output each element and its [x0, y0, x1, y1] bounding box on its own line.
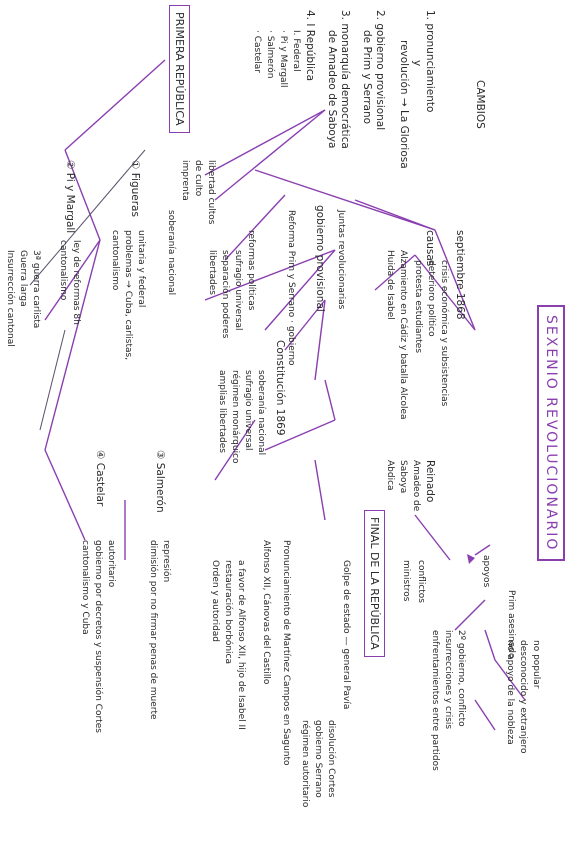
rep-p1-2: problemas → Cuba, carlistas, — [123, 230, 133, 361]
sept-head: septiembre 1868 — [454, 230, 466, 320]
const-4: amplias libertades — [217, 370, 227, 453]
main-title: SEXENIO REVOLUCIONARIO — [537, 305, 565, 562]
rep-p4-3: cantonalismo y Cuba — [80, 540, 90, 635]
final-golpe-2: gobierno Serrano — [313, 720, 323, 798]
amadeo-reinado: Reinado — [424, 460, 436, 503]
rep-p2-1: ley de reformas 8h — [71, 240, 81, 325]
republica-list-1: I. Federal — [291, 30, 301, 72]
amadeo-line-1: 2º gobierno, conflicto — [456, 630, 466, 727]
causa-2: deterioro político — [426, 260, 436, 337]
rep-p2-2: cantonalismo — [58, 240, 68, 301]
const-2: sufragio universal — [243, 370, 253, 451]
cambios-header: CAMBIOS — [474, 80, 486, 129]
extra-2: Huida de Isabel — [385, 250, 395, 320]
rep-p4-1: autoritario — [106, 540, 116, 588]
soberania-label: soberanía nacional — [166, 210, 176, 296]
amadeo-1: Amadeo de — [411, 460, 421, 512]
rep-p1-1: unitaria y federal — [136, 230, 146, 308]
final-alfonso: Alfonso XII, Cánovas del Castillo — [261, 540, 271, 685]
amadeo-2: Saboya — [398, 460, 408, 494]
cambios-item-5: de Prim y Serrano — [361, 30, 373, 125]
rep-end-3: Insurrección cantonal — [5, 250, 15, 347]
const-3: régimen monárquico — [230, 370, 240, 464]
amadeo-noapoyo-3: no apoyo de la nobleza — [505, 640, 515, 745]
amadeo-3: Abdica — [385, 460, 395, 491]
rep-p1-3: cantonalismo — [110, 230, 120, 291]
final-line-1: a favor de Alfonso XII, hijo de Isabel I… — [236, 560, 246, 730]
ley-1: sufragio universal — [233, 250, 243, 331]
amadeo-line-2: insurrecciones y crisis — [443, 630, 453, 730]
republica-list-2: · Pi y Margall — [278, 30, 288, 88]
cultos-3: imprenta — [180, 160, 190, 201]
amadeo-noapoyo-2: desconocido y extranjero — [518, 640, 528, 754]
amadeo-noapoyo-1: no popular — [531, 640, 541, 689]
final-golpe-3: régimen autoritario — [300, 720, 310, 808]
cambios-item-8: 4. I República — [304, 10, 316, 82]
final-golpe-1: disolución Cortes — [326, 720, 336, 798]
causa-3: protesta estudiantes — [413, 260, 423, 354]
leyes-label: reformas políticas — [246, 230, 256, 311]
cultos-1: libertad cultos — [206, 160, 216, 225]
rep-p1: ① Figueras — [129, 160, 141, 217]
cambios-item-2: y — [411, 60, 423, 67]
cambios-item-1: 1. pronunciamiento — [424, 10, 436, 113]
rep-p2: ② Pi y Margall — [64, 160, 76, 234]
ley-3: libertades — [207, 250, 217, 295]
final-line-2: restauración borbónica — [223, 560, 233, 665]
cultos-2: de culto — [193, 160, 203, 197]
cambios-item-4: 2. gobierno provisional — [374, 10, 386, 131]
constitucion-label: Constitución 1869 — [274, 340, 286, 436]
amadeo-line-3: enfrentamientos entre partidos — [430, 630, 440, 771]
reform-label: Reforma Prim y Serrano · gobierno — [286, 210, 296, 366]
rep-p4-2: gobierno por decretos y suspensión Corte… — [93, 540, 103, 733]
rep-p4: ④ Castelar — [94, 450, 106, 507]
rep-p3-1: represión — [161, 540, 171, 583]
ley-2: separación poderes — [220, 250, 230, 339]
cambios-item-7: de Amadeo de Saboya — [326, 30, 338, 149]
extra-1: Alzamiento en Cádiz y batalla Alcolea — [398, 250, 408, 420]
amadeo-ministers: ministros — [401, 560, 411, 602]
junta-label: Juntas revolucionarias — [336, 210, 346, 310]
cambios-item-6: 3. monarquía democrática — [339, 10, 351, 149]
cambios-item-3: revolución → La Gloriosa — [398, 40, 410, 169]
republica-list-3: · Salmerón — [265, 30, 275, 79]
rep-end-2: Guerra larga — [18, 250, 28, 307]
rep-p3: ③ Salmerón — [154, 450, 166, 513]
const-1: soberanía nacional — [256, 370, 266, 456]
rep-end-1: 3ª guerra carlista — [31, 250, 41, 329]
amadeo-apoyos: apoyos — [481, 555, 491, 588]
final-republica-box: FINAL DE LA REPÚBLICA — [364, 510, 385, 657]
final-golpe: Golpe de estado — general Pavía — [341, 560, 351, 710]
causa-1: crisis económica y subsistencias — [439, 260, 449, 407]
republica-list-4: · Castelar — [252, 30, 262, 73]
rep-p3-2: dimisión por no firmar penas de muerte — [148, 540, 158, 720]
primera-republica-box: PRIMERA REPÚBLICA — [169, 5, 190, 133]
final-line-3: Orden y autoridad — [210, 560, 220, 643]
final-pronunc: Pronunciamiento de Martínez Campos en Sa… — [281, 540, 291, 766]
gp-label: gobierno provisional — [314, 205, 326, 312]
amadeo-conflicto: conflictos — [416, 560, 426, 604]
